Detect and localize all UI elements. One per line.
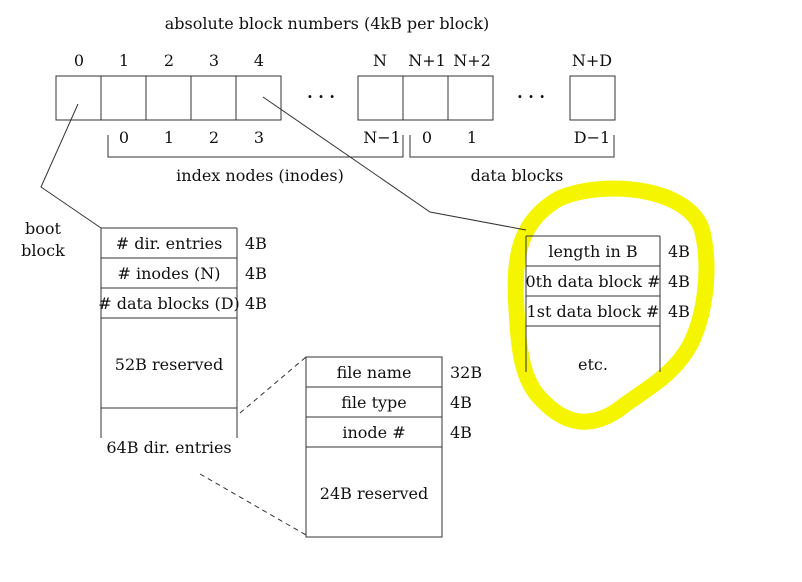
- boot-reserved: 52B reserved: [115, 355, 223, 374]
- data-index-labels: 0 1 D−1: [422, 128, 610, 147]
- data-group-bracket: [409, 135, 615, 158]
- block-cell-1: [100, 75, 147, 121]
- inode-row-size-2: 4B: [668, 302, 690, 321]
- abs-label-0: 0: [74, 51, 84, 70]
- data-group-label: data blocks: [471, 166, 564, 185]
- boot-dir-entries: 64B dir. entries: [106, 438, 231, 457]
- abs-label-N2: N+2: [453, 51, 491, 70]
- block-cell-N: [357, 75, 404, 121]
- dir-row-label-1: file type: [341, 393, 407, 412]
- boot-row-label-0: # dir. entries: [116, 234, 223, 253]
- abs-label-N1: N+1: [408, 51, 446, 70]
- highlight-circle: [507, 180, 715, 430]
- data-idx-D-1: D−1: [574, 128, 610, 147]
- block-cell-ND: [569, 75, 616, 121]
- inode-row-label-0: length in B: [548, 242, 637, 261]
- inode-outline: [525, 235, 661, 372]
- boot-label-line1: boot: [25, 219, 62, 238]
- dir-entry-dashed-bottom: [199, 473, 307, 536]
- abs-label-1: 1: [119, 51, 129, 70]
- boot-block-outline: [100, 227, 238, 438]
- abs-label-3: 3: [209, 51, 219, 70]
- block-array: [55, 75, 616, 121]
- abs-label-4: 4: [254, 51, 264, 70]
- inode-idx-N-1: N−1: [363, 128, 401, 147]
- diagram-title: absolute block numbers (4kB per block): [165, 14, 490, 33]
- inode-row-size-1: 4B: [668, 272, 690, 291]
- dir-row-size-2: 4B: [450, 423, 472, 442]
- inode-idx-0: 0: [119, 128, 129, 147]
- boot-block-struct: # dir. entries # inodes (N) # data block…: [98, 227, 267, 457]
- abs-label-N: N: [373, 51, 387, 70]
- absolute-block-labels: 0 1 2 3 4 N N+1 N+2 N+D: [74, 51, 612, 70]
- dir-row-label-2: inode #: [342, 423, 405, 442]
- inode-row-label-2: 1st data block #: [527, 302, 660, 321]
- abs-label-2: 2: [164, 51, 174, 70]
- boot-connector-line: [40, 103, 102, 229]
- block-cell-N2: [447, 75, 494, 121]
- inode-etc: etc.: [578, 355, 608, 374]
- inode-connector-line: [262, 96, 527, 231]
- data-idx-1: 1: [467, 128, 477, 147]
- dir-entry-dashed-top: [239, 356, 307, 414]
- block-cell-2: [145, 75, 192, 121]
- inode-struct: length in B 0th data block # 1st data bl…: [525, 235, 690, 374]
- inode-idx-1: 1: [164, 128, 174, 147]
- block-cell-0: [55, 75, 102, 121]
- block-cell-4: [235, 75, 282, 121]
- inode-index-labels: 0 1 2 3 N−1: [119, 128, 401, 147]
- inode-group-bracket: [107, 135, 404, 158]
- ellipsis-data: · · ·: [517, 87, 545, 106]
- dir-row-size-1: 4B: [450, 393, 472, 412]
- dir-entry-outline: [305, 356, 443, 538]
- inode-idx-3: 3: [254, 128, 264, 147]
- boot-row-size-2: 4B: [245, 294, 267, 313]
- block-cell-N1: [402, 75, 449, 121]
- inode-row-size-0: 4B: [668, 242, 690, 261]
- dir-entry-struct: file name file type inode # 32B 4B 4B 24…: [305, 356, 482, 538]
- boot-row-size-0: 4B: [245, 234, 267, 253]
- ellipsis-inodes: · · ·: [307, 87, 335, 106]
- inode-group-label: index nodes (inodes): [176, 166, 344, 185]
- abs-label-ND: N+D: [572, 51, 612, 70]
- boot-row-label-1: # inodes (N): [117, 264, 220, 283]
- block-cell-3: [190, 75, 237, 121]
- boot-row-label-2: # data blocks (D): [98, 294, 240, 313]
- inode-idx-2: 2: [209, 128, 219, 147]
- boot-label-line2: block: [21, 241, 65, 260]
- inode-row-label-1: 0th data block #: [526, 272, 661, 291]
- data-idx-0: 0: [422, 128, 432, 147]
- boot-row-size-1: 4B: [245, 264, 267, 283]
- dir-row-label-0: file name: [337, 363, 412, 382]
- dir-row-size-0: 32B: [450, 363, 482, 382]
- dir-reserved: 24B reserved: [320, 484, 428, 503]
